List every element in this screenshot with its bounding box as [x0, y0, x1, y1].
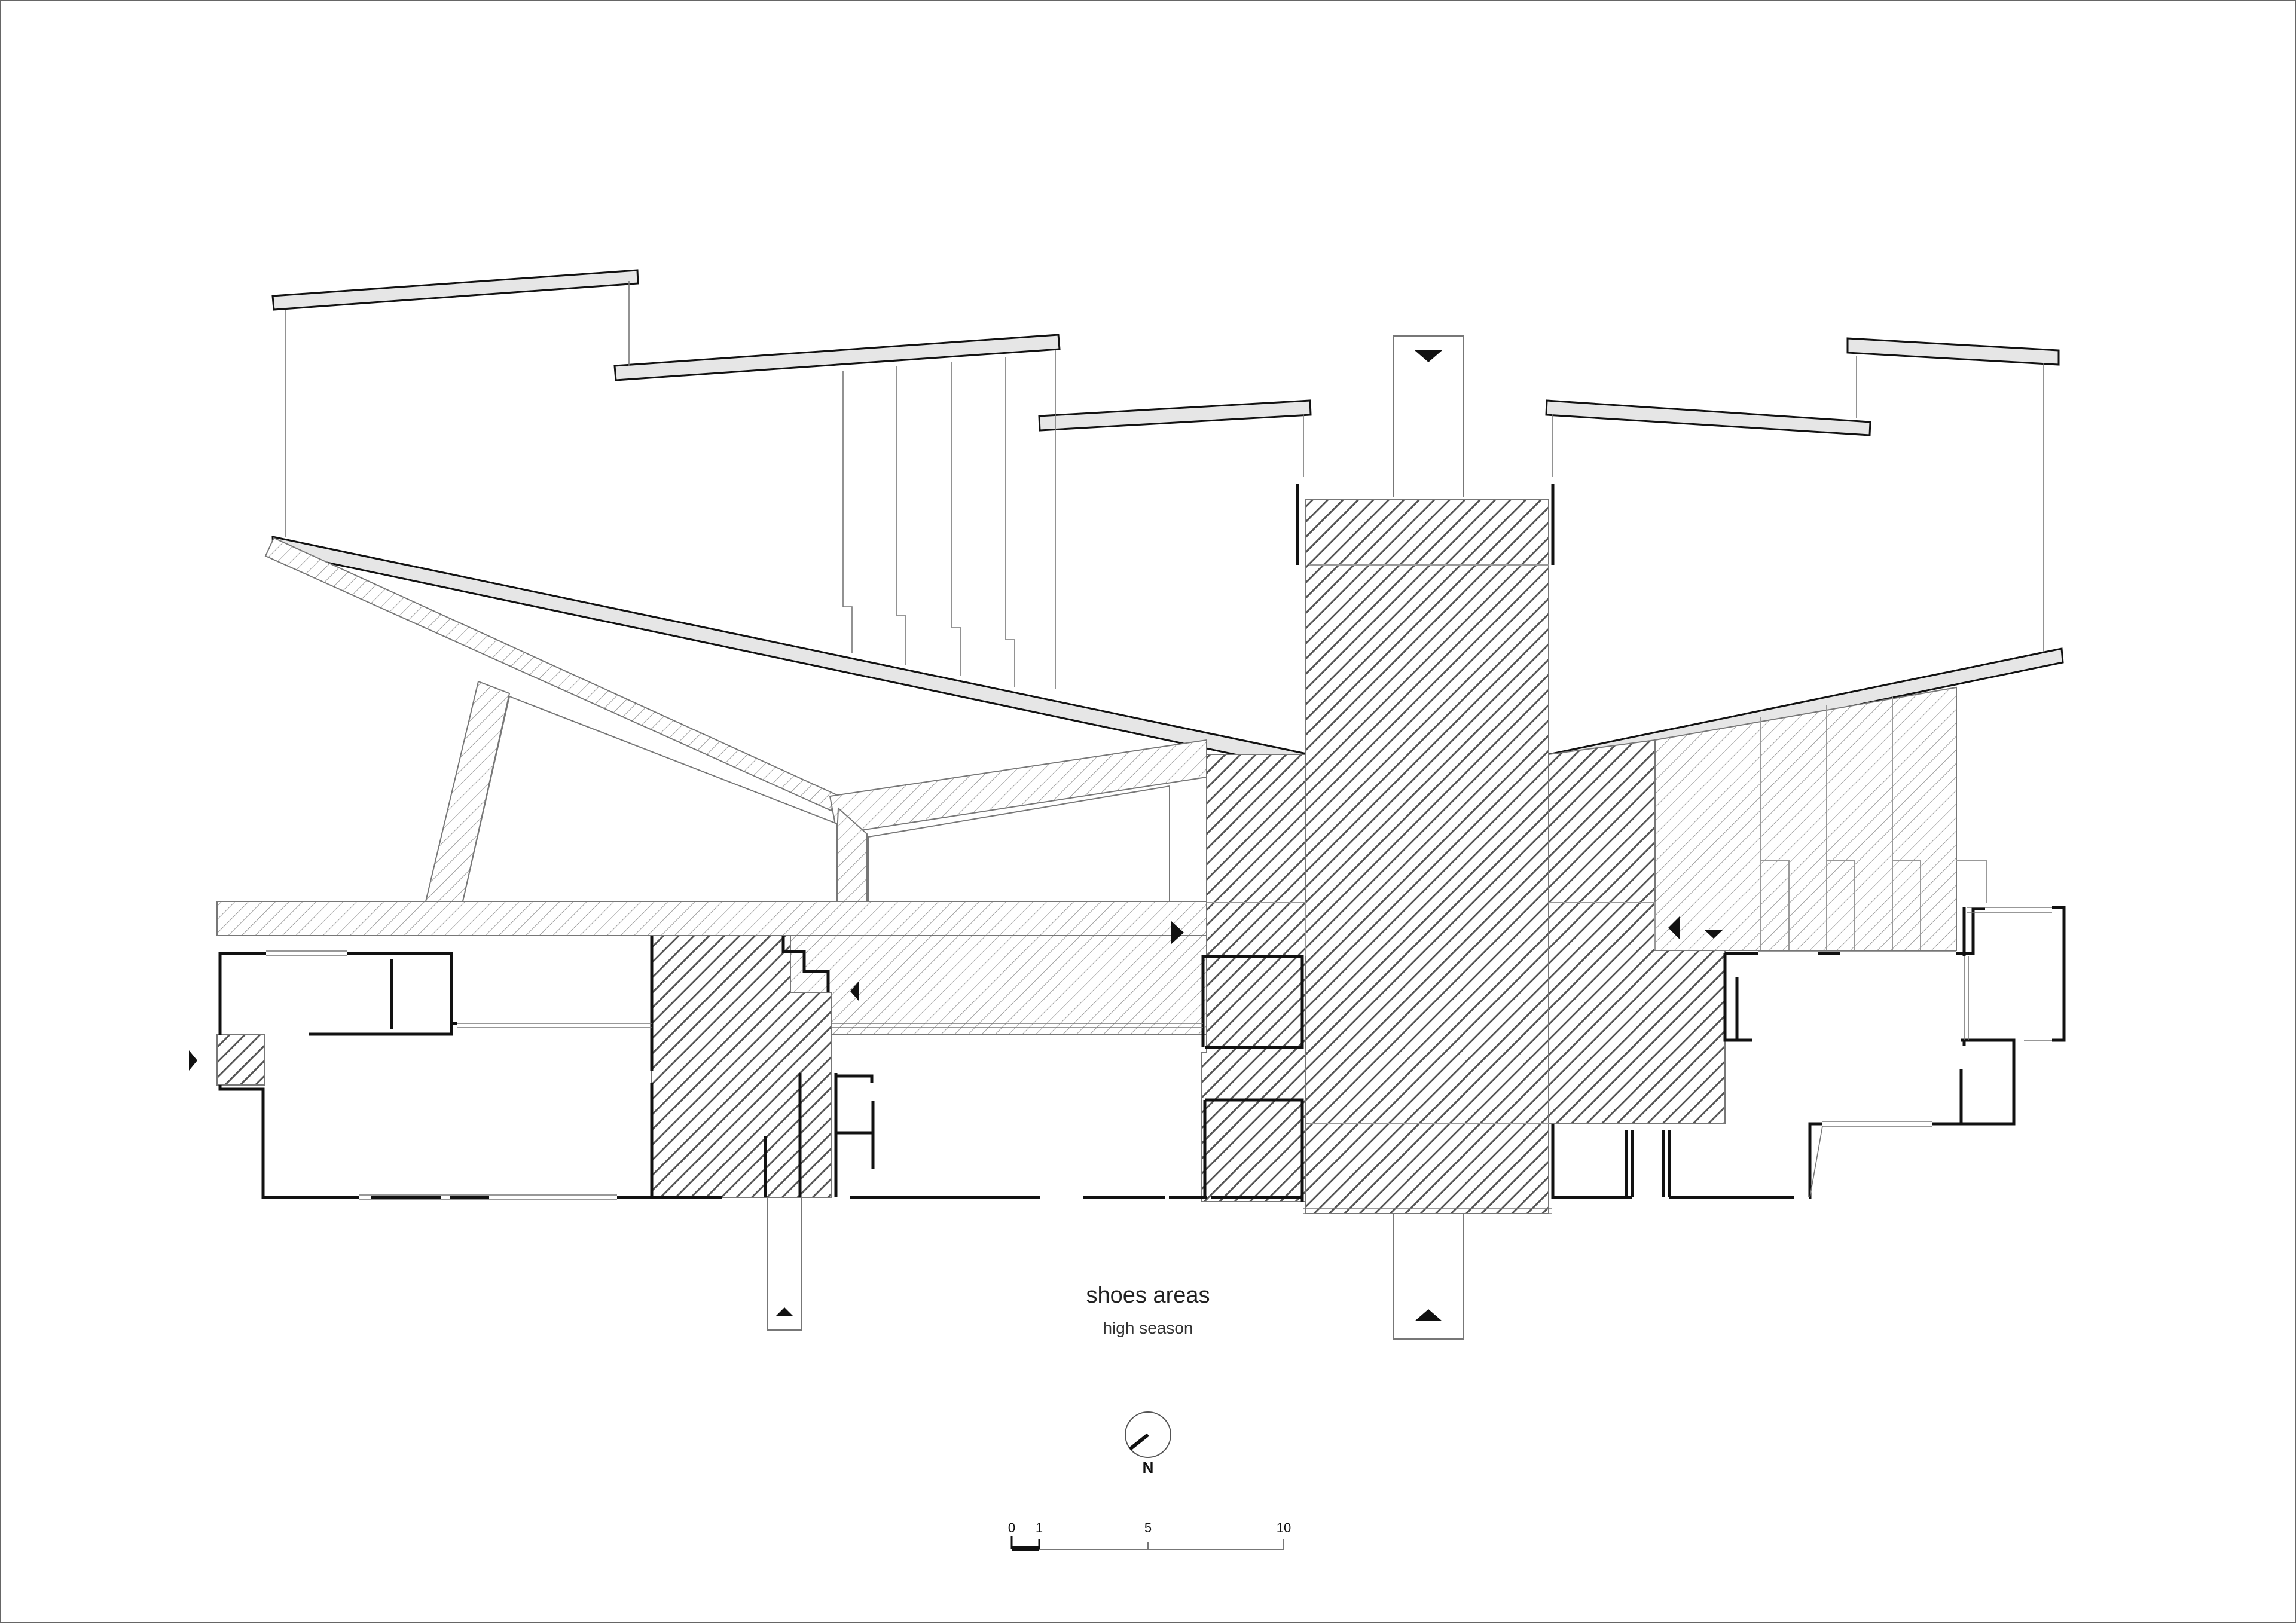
scale-tick-5: 5 [1144, 1520, 1152, 1535]
drawing-title: shoes areas [1086, 1283, 1210, 1308]
scale-tick-0: 0 [1007, 1520, 1016, 1535]
arrow-small-down [1704, 930, 1723, 939]
canopy-3 [1038, 399, 1312, 432]
arrow-center-left [1171, 921, 1184, 945]
scale-tick-1: 1 [1035, 1520, 1043, 1535]
walls [218, 484, 2066, 1202]
interior-lines [1207, 564, 1656, 1124]
canopy-4 [1545, 399, 1871, 436]
arrow-south-main [1415, 1309, 1442, 1321]
canopy-1 [271, 269, 639, 311]
north-arrow-icon [1125, 1411, 1171, 1458]
light-hatch-areas [216, 537, 1957, 1035]
arrow-west-side [850, 982, 859, 1001]
arrow-left-entry [189, 1050, 197, 1071]
courtyard-voids [462, 695, 1170, 902]
north-label: N [1142, 1459, 1154, 1477]
arrow-south-left [775, 1307, 793, 1316]
dense-hatch-areas [216, 499, 1726, 1214]
scale-bar [1010, 1536, 1284, 1551]
south-entrance-boxes [767, 1197, 1464, 1340]
canopy-long-left [271, 536, 1311, 771]
entrance-arrow-north [1415, 350, 1442, 362]
right-zone-dividers [1760, 696, 1987, 950]
drawing-subtitle: high season [1103, 1319, 1193, 1337]
canopy-supports [285, 281, 2044, 689]
north-entrance-box [1393, 335, 1464, 497]
canopy-2 [613, 334, 1061, 381]
arrow-east-side [1668, 916, 1680, 940]
glazing-lines [266, 907, 2052, 1214]
entrance-arrows [189, 916, 1723, 1321]
canopy-roofs [271, 269, 2064, 771]
scale-tick-10: 10 [1276, 1520, 1292, 1535]
canopy-5 [1846, 337, 2060, 366]
